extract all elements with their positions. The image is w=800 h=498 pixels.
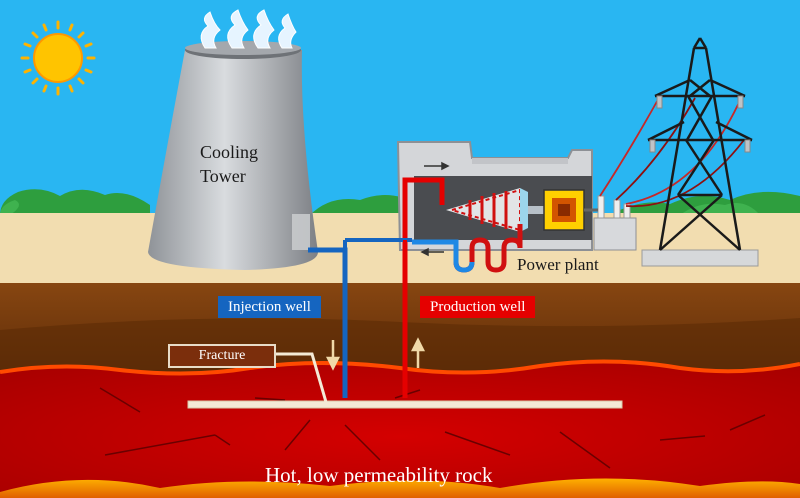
hills (0, 189, 800, 215)
sun-icon (20, 20, 96, 96)
power-plant-label: Power plant (517, 255, 599, 274)
magma-glow (0, 478, 800, 498)
transmission-tower-icon (641, 37, 759, 267)
fracture-callout-line (272, 352, 328, 403)
downflow-arrow-icon (325, 340, 341, 371)
rock-label: Hot, low permeability rock (265, 463, 493, 487)
insulators (649, 95, 751, 153)
steam-plumes (200, 9, 297, 49)
power-lines (599, 95, 745, 208)
upflow-arrow-icon (410, 337, 426, 368)
transformer-icon (584, 195, 637, 251)
hot-rock-layer (0, 361, 800, 498)
condenser-cold-section (412, 239, 475, 273)
fracture-zone (187, 400, 623, 409)
cooling-tower-label: Cooling Tower (200, 140, 290, 188)
cooling-tower-label-line2: Tower (200, 166, 246, 186)
fracture-label: Fracture (168, 344, 276, 368)
flow-arrows (420, 161, 450, 257)
rock-cracks (99, 387, 766, 469)
turbine-icon (446, 188, 544, 232)
production-well-label: Production well (420, 296, 536, 318)
production-pipe (402, 177, 445, 398)
cooling-tower-label-line1: Cooling (200, 142, 259, 162)
generator-icon (543, 189, 585, 231)
injection-well-label: Injection well (218, 296, 321, 318)
rock-boundary (0, 359, 800, 376)
